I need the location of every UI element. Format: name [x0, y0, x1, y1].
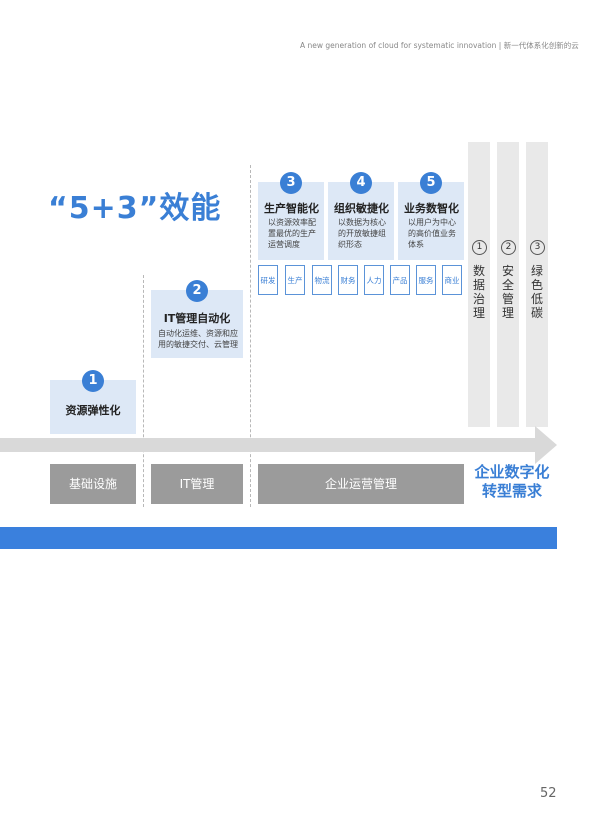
stage-card-4: 组织敏捷化 以数据为核心的开放敏捷组织形态 — [328, 182, 394, 260]
function-tag: 物流 — [312, 265, 332, 295]
stage-description: 以数据为核心的开放敏捷组织形态 — [338, 218, 386, 249]
function-tag: 商业 — [442, 265, 462, 295]
category-box: 基础设施 — [50, 464, 136, 504]
stage-card-5: 业务数智化 以用户为中心的高价值业务体系 — [398, 182, 464, 260]
stage-description: 自动化运维、资源和应用的敏捷交付、云管理 — [158, 329, 238, 349]
stage-number-badge: 3 — [280, 172, 302, 194]
stage-title: IT管理自动化 — [163, 312, 231, 325]
stage-title: 资源弹性化 — [65, 404, 121, 417]
stage-card-3: 生产智能化 以资源效率配置最优的生产运营调度 — [258, 182, 324, 260]
target-line-2: 转型需求 — [481, 482, 542, 500]
category-box: 企业运营管理 — [258, 464, 464, 504]
header-tagline: A new generation of cloud for systematic… — [300, 41, 579, 50]
function-tag: 服务 — [416, 265, 436, 295]
progress-arrow — [0, 426, 557, 464]
stage-card-1: 资源弹性化 — [50, 380, 136, 434]
goal-column-2: 2 安 全 管 理 — [497, 142, 519, 427]
goal-column-1: 1 数 据 治 理 — [468, 142, 490, 427]
stage-divider — [143, 275, 144, 507]
goal-label: 安 全 管 理 — [501, 264, 514, 320]
function-tag: 研发 — [258, 265, 278, 295]
stage-number-badge: 5 — [420, 172, 442, 194]
goal-label: 绿 色 低 碳 — [530, 264, 543, 320]
stage-divider — [250, 165, 251, 507]
target-heading: 企业数字化 转型需求 — [467, 463, 557, 501]
page-title: “5+3”效能 — [48, 191, 222, 226]
stage-title: 生产智能化 — [264, 202, 319, 215]
stage-title: 业务数智化 — [404, 202, 459, 215]
stage-title: 组织敏捷化 — [334, 202, 389, 215]
function-tag: 财务 — [338, 265, 358, 295]
stage-description: 以用户为中心的高价值业务体系 — [408, 218, 456, 249]
function-tag: 产品 — [390, 265, 410, 295]
goal-number: 1 — [472, 240, 487, 255]
stage-number-badge: 4 — [350, 172, 372, 194]
stage-description: 以资源效率配置最优的生产运营调度 — [268, 218, 316, 249]
function-tag: 生产 — [285, 265, 305, 295]
category-box: IT管理 — [151, 464, 243, 504]
goal-number: 3 — [530, 240, 545, 255]
goal-number: 2 — [501, 240, 516, 255]
stage-number-badge: 1 — [82, 370, 104, 392]
blue-band — [0, 527, 557, 549]
stage-number-badge: 2 — [186, 280, 208, 302]
goal-column-3: 3 绿 色 低 碳 — [526, 142, 548, 427]
page-number: 52 — [540, 786, 557, 801]
function-tag: 人力 — [364, 265, 384, 295]
target-line-1: 企业数字化 — [474, 463, 550, 481]
goal-label: 数 据 治 理 — [472, 264, 485, 320]
